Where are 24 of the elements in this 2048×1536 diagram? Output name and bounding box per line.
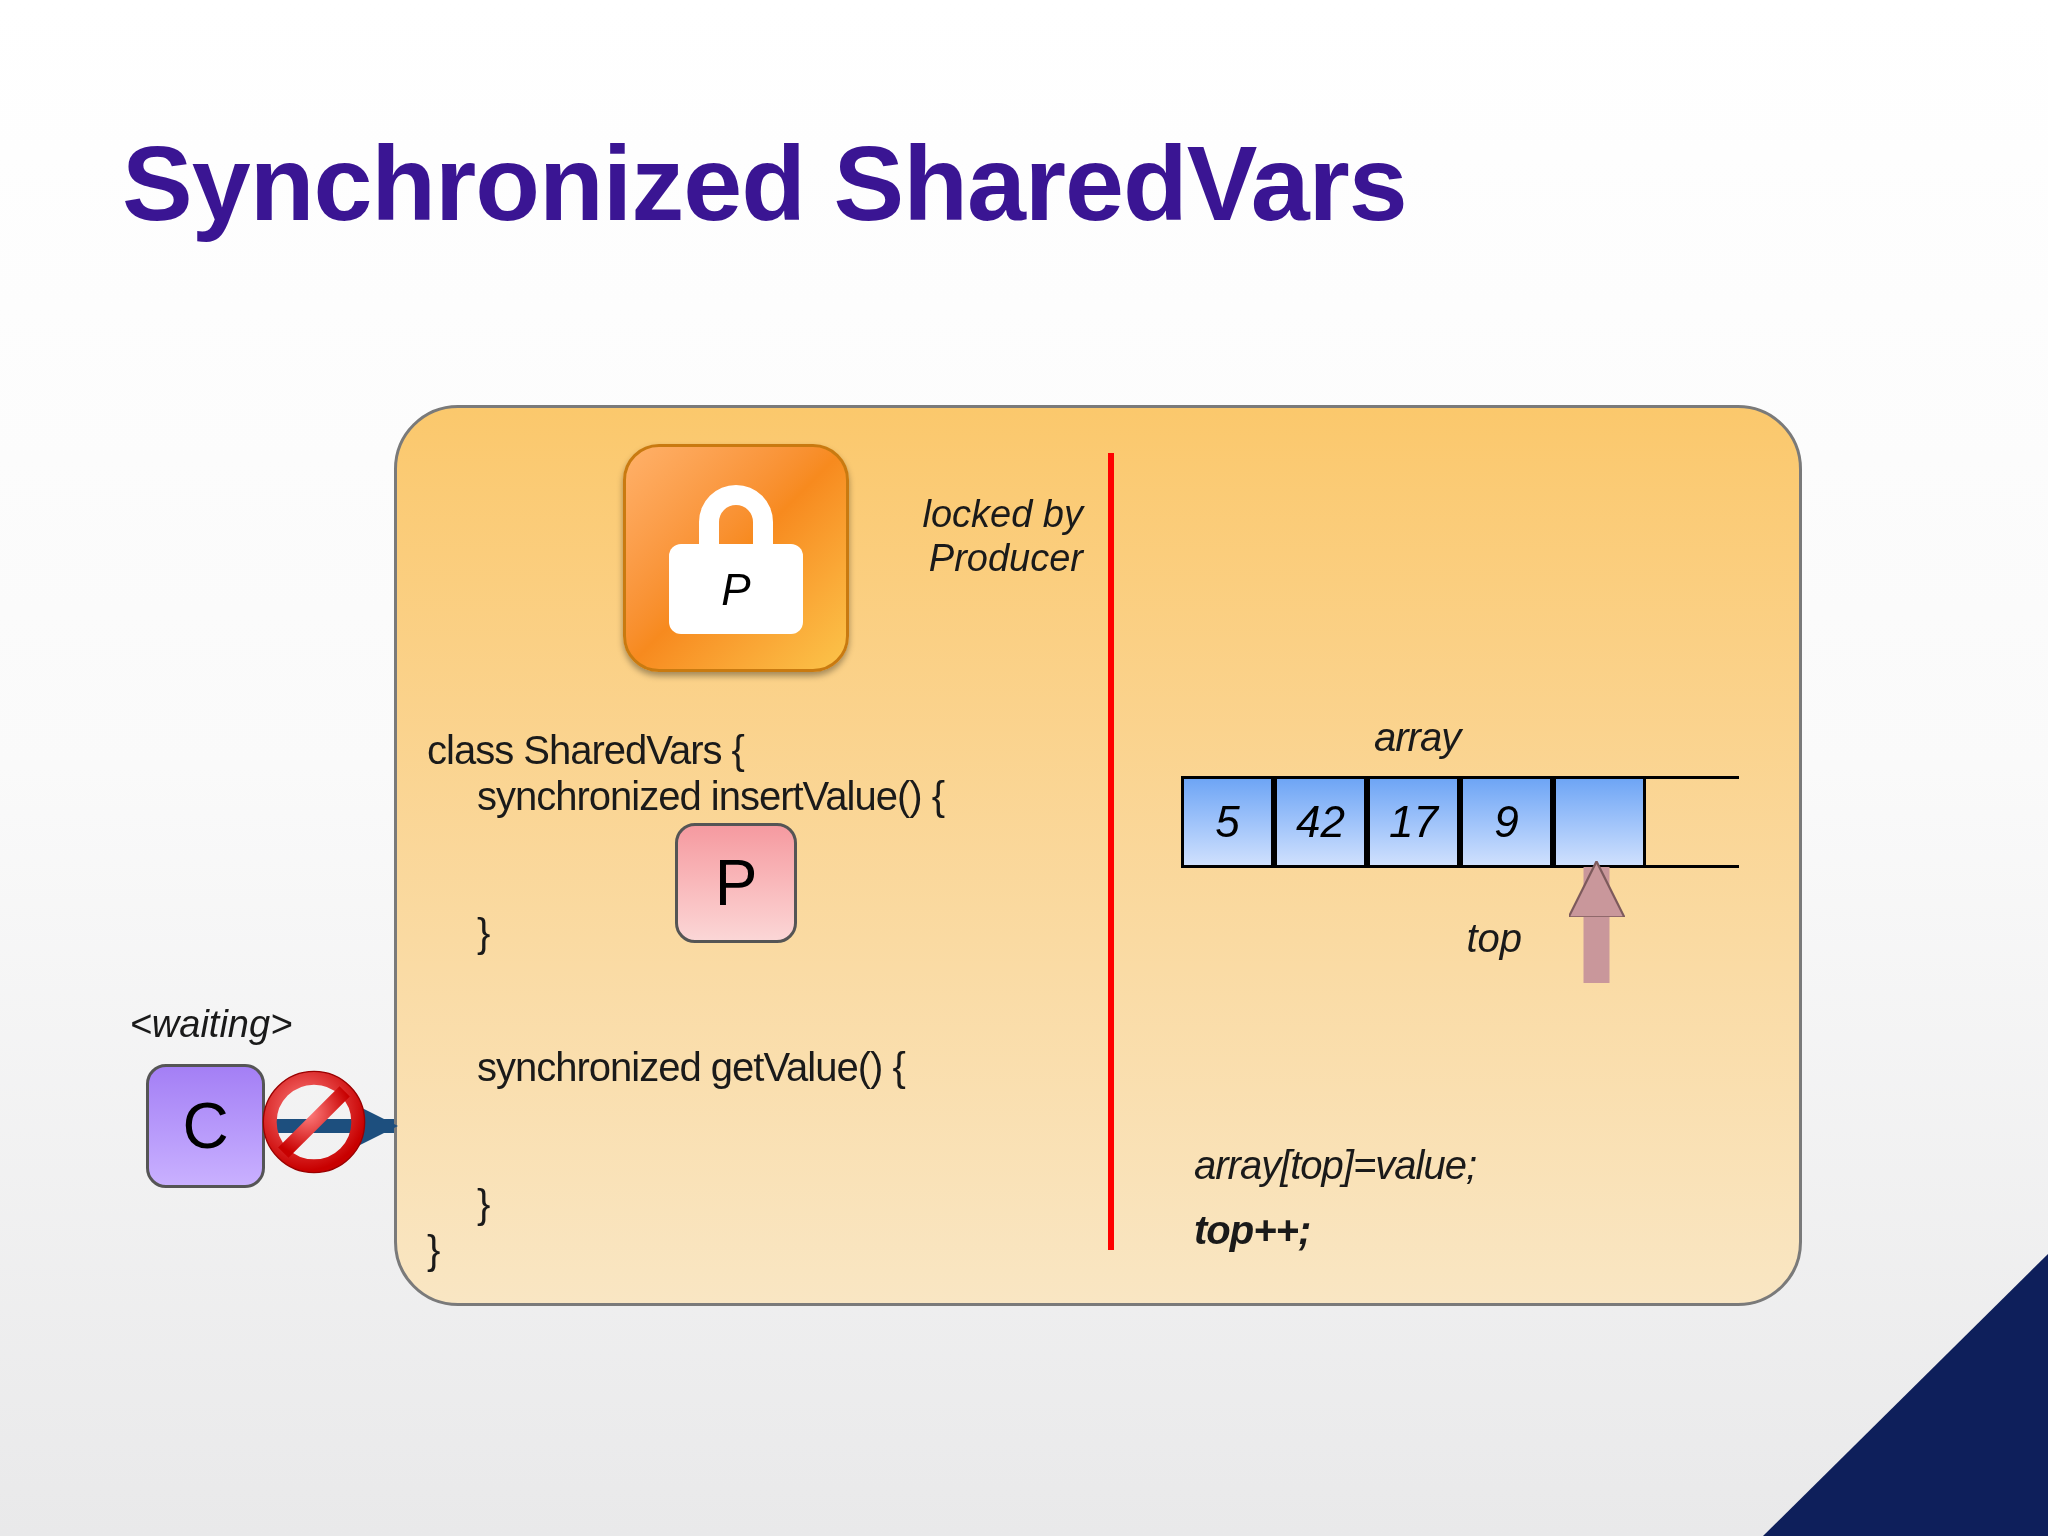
slide-title: Synchronized SharedVars (122, 123, 1407, 244)
code-brace: } (427, 1227, 440, 1274)
array-caption: array (1374, 714, 1461, 761)
producer-box: P (675, 823, 797, 943)
code-brace: } (477, 910, 490, 957)
code-line: class SharedVars { (427, 727, 744, 774)
code-line: array[top]=value; (1194, 1142, 1477, 1189)
array-cell: 17 (1367, 776, 1460, 868)
shared-object-panel (394, 405, 1802, 1306)
node-caption: <waiting> (128, 1002, 294, 1046)
consumer-box: C (146, 1064, 265, 1188)
block-arrow (1567, 860, 1626, 983)
array-cell: 5 (1181, 776, 1274, 868)
array-cell (1553, 776, 1646, 868)
lock-owner-letter: P (720, 568, 752, 612)
code-line: synchronized getValue() { (477, 1044, 905, 1091)
node-caption: locked by Producer (921, 492, 1083, 580)
code-line: synchronized insertValue() { (477, 773, 945, 820)
edge-label: top (1466, 915, 1523, 961)
array-cell (1646, 776, 1739, 868)
code-brace: } (477, 1181, 490, 1228)
array-cell: 42 (1274, 776, 1367, 868)
array-cell: 9 (1460, 776, 1553, 868)
code-line: top++; (1194, 1207, 1311, 1254)
